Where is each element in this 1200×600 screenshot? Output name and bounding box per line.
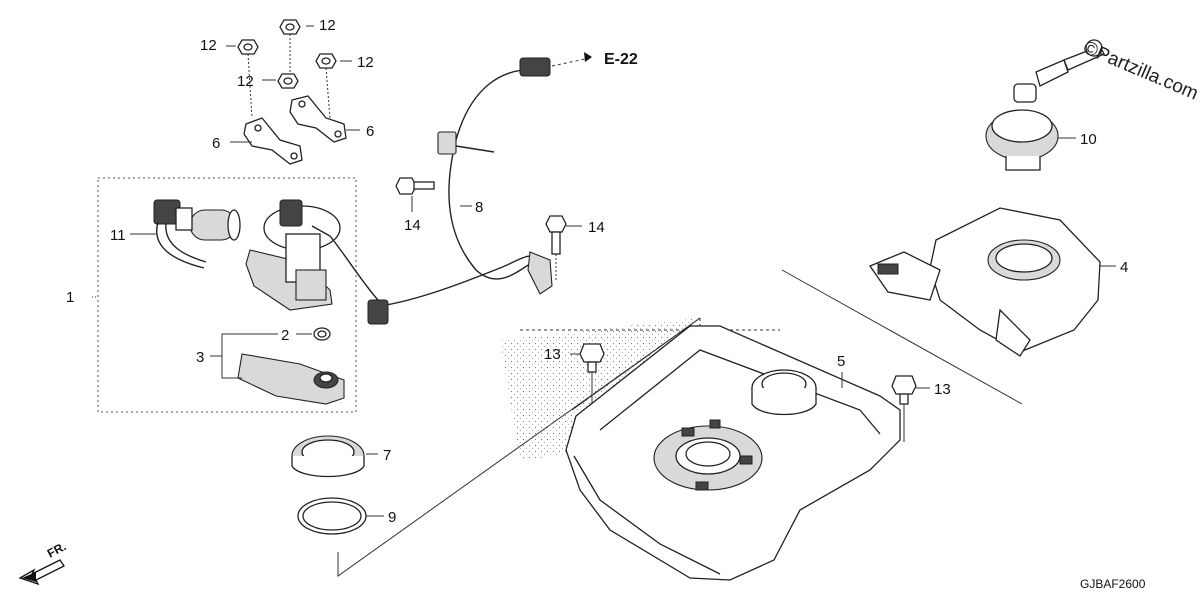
nut-12-top[interactable] bbox=[279, 19, 301, 35]
bracket-6-right[interactable] bbox=[289, 95, 347, 143]
callout-8[interactable]: 8 bbox=[475, 199, 483, 216]
callout-14-left[interactable]: 14 bbox=[404, 217, 421, 234]
callout-3[interactable]: 3 bbox=[196, 349, 204, 366]
callout-12-top[interactable]: 12 bbox=[319, 17, 336, 34]
leader-3 bbox=[210, 333, 278, 379]
bracket-6-left[interactable] bbox=[243, 117, 303, 165]
callout-12-mid[interactable]: 12 bbox=[237, 73, 254, 90]
fuel-pump-housing[interactable] bbox=[245, 199, 379, 311]
fuel-tank-5[interactable] bbox=[500, 318, 901, 581]
callout-2[interactable]: 2 bbox=[281, 327, 289, 344]
callout-6-right[interactable]: 6 bbox=[366, 123, 374, 140]
leaders-14 bbox=[411, 196, 582, 280]
callout-12-right[interactable]: 12 bbox=[357, 54, 374, 71]
callout-5[interactable]: 5 bbox=[837, 353, 845, 370]
callout-7[interactable]: 7 bbox=[383, 447, 391, 464]
callout-4[interactable]: 4 bbox=[1120, 259, 1128, 276]
wire-harness-8[interactable] bbox=[367, 57, 553, 325]
callout-13-right[interactable]: 13 bbox=[934, 381, 951, 398]
diagram-code: GJBAF2600 bbox=[1080, 577, 1146, 591]
o-ring-9[interactable] bbox=[297, 497, 367, 535]
tank-cover-4[interactable] bbox=[869, 207, 1101, 357]
front-direction-arrow bbox=[18, 559, 65, 586]
callout-1[interactable]: 1 bbox=[66, 289, 74, 306]
fuel-filter-3[interactable] bbox=[237, 353, 345, 405]
leaders-top-left bbox=[226, 25, 360, 143]
bolt-14-right[interactable] bbox=[545, 215, 567, 255]
fuel-pump-11[interactable] bbox=[153, 199, 241, 269]
callout-11[interactable]: 11 bbox=[110, 227, 126, 244]
o-ring-2[interactable] bbox=[313, 327, 331, 341]
nut-12-mid[interactable] bbox=[277, 73, 299, 89]
bolt-14-left[interactable] bbox=[395, 177, 435, 195]
seal-7[interactable] bbox=[291, 435, 365, 478]
callout-13-left[interactable]: 13 bbox=[544, 346, 561, 363]
pump-assembly-group-box bbox=[97, 177, 357, 413]
callout-10[interactable]: 10 bbox=[1080, 131, 1097, 148]
reference-e22[interactable]: E-22 bbox=[604, 51, 638, 68]
leaders-13 bbox=[570, 353, 930, 389]
fuel-cap-10[interactable] bbox=[985, 39, 1105, 171]
nut-12-right[interactable] bbox=[315, 53, 337, 69]
callout-9[interactable]: 9 bbox=[388, 509, 396, 526]
callout-12-left[interactable]: 12 bbox=[200, 37, 217, 54]
nut-12-left[interactable] bbox=[237, 39, 259, 55]
direction-label: FR. bbox=[45, 539, 69, 560]
leader-e22 bbox=[551, 52, 592, 67]
callout-14-right[interactable]: 14 bbox=[588, 219, 605, 236]
bolt-13-right[interactable] bbox=[891, 375, 917, 405]
callout-6-left[interactable]: 6 bbox=[212, 135, 220, 152]
watermark: ©Partzilla.com bbox=[1080, 37, 1200, 104]
